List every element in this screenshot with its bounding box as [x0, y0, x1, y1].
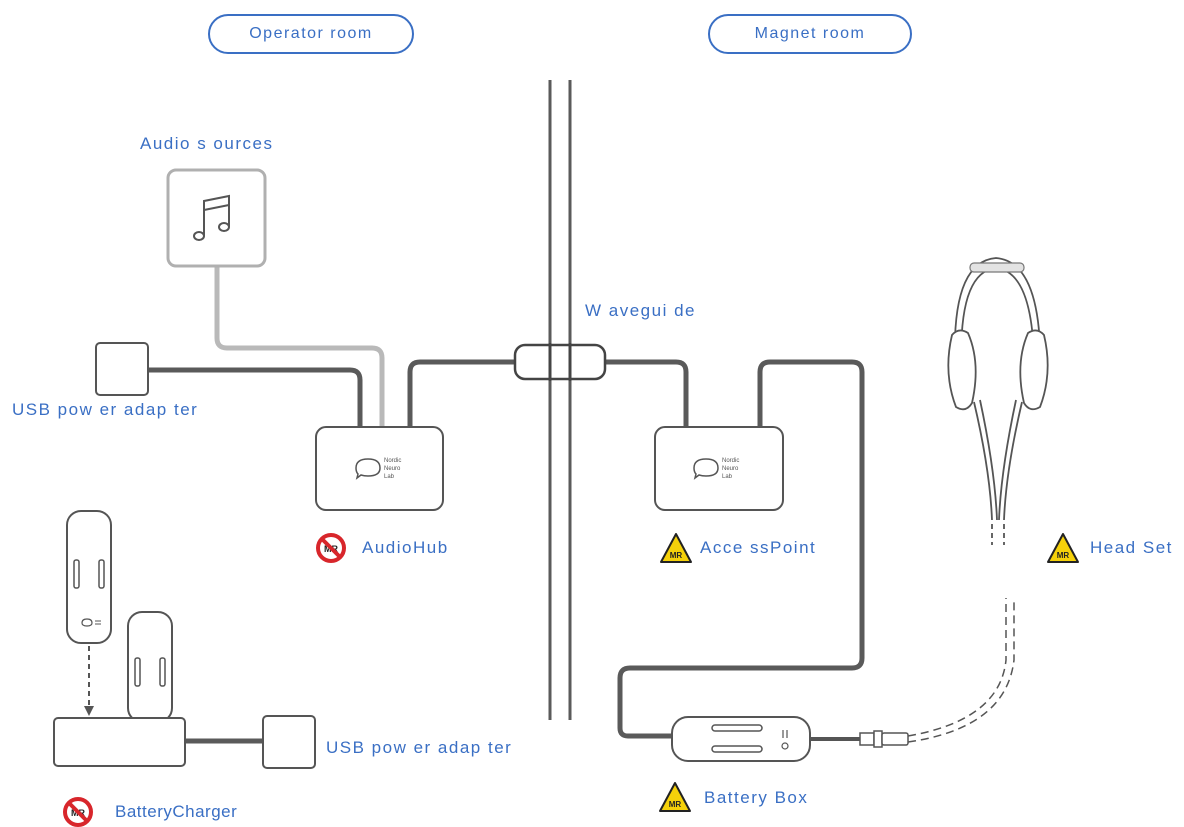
magnet-room-label: Magnet room — [708, 14, 912, 54]
battery-charger-device — [53, 510, 186, 767]
usb-power-adapter-bottom — [262, 715, 316, 769]
audio-source-cable — [214, 266, 385, 428]
headset-cable — [907, 598, 1015, 743]
mr-conditional-icon: MR — [659, 782, 691, 812]
waveguide — [513, 343, 607, 381]
waveguide-accesspoint-cable — [604, 359, 689, 428]
music-note-icon — [193, 194, 230, 241]
accesspoint-label: Acce ssPoint — [700, 538, 817, 557]
battery-charger-label: BatteryCharger — [115, 802, 238, 821]
brand-text-3: Lab — [384, 474, 395, 480]
brand-text-3: Lab — [722, 474, 733, 480]
audiohub-waveguide-cable — [407, 359, 518, 428]
brand-text-2: Neuro — [384, 466, 401, 472]
mr-unsafe-icon: MR — [63, 797, 93, 827]
mr-badge-text: MR — [1057, 551, 1070, 560]
audio-sources-label: Audio s ources — [140, 134, 274, 153]
audiohub-device: Nordic Neuro Lab — [315, 426, 444, 511]
brand-logo-icon — [693, 458, 719, 480]
battery-box-device — [671, 716, 909, 762]
mr-unsafe-icon: MR — [316, 533, 346, 563]
brand-text-2: Neuro — [722, 466, 739, 472]
headset-label: Head Set — [1090, 538, 1173, 557]
usb-adapter-top-label: USB pow er adap ter — [12, 400, 199, 419]
audiohub-label: AudioHub — [362, 538, 449, 557]
brand-text-1: Nordic — [384, 458, 401, 464]
brand-logo-icon — [355, 458, 381, 480]
wall — [548, 80, 572, 720]
usb-power-adapter-top — [95, 342, 149, 396]
mr-badge-text: MR — [670, 551, 683, 560]
mr-conditional-icon: MR — [660, 533, 692, 563]
usb-cable-top — [148, 367, 363, 428]
headset-device — [947, 257, 1049, 545]
usb-adapter-bottom-label: USB pow er adap ter — [326, 738, 513, 757]
mr-conditional-icon: MR — [1047, 533, 1079, 563]
operator-room-label: Operator room — [208, 14, 414, 54]
audio-sources-box — [166, 168, 267, 268]
accesspoint-device: Nordic Neuro Lab — [654, 426, 784, 511]
waveguide-label: W avegui de — [585, 301, 696, 320]
battery-box-label: Battery Box — [704, 788, 809, 807]
brand-text-1: Nordic — [722, 458, 739, 464]
accesspoint-batterybox-cable — [617, 359, 865, 739]
mr-badge-text: MR — [669, 800, 682, 809]
